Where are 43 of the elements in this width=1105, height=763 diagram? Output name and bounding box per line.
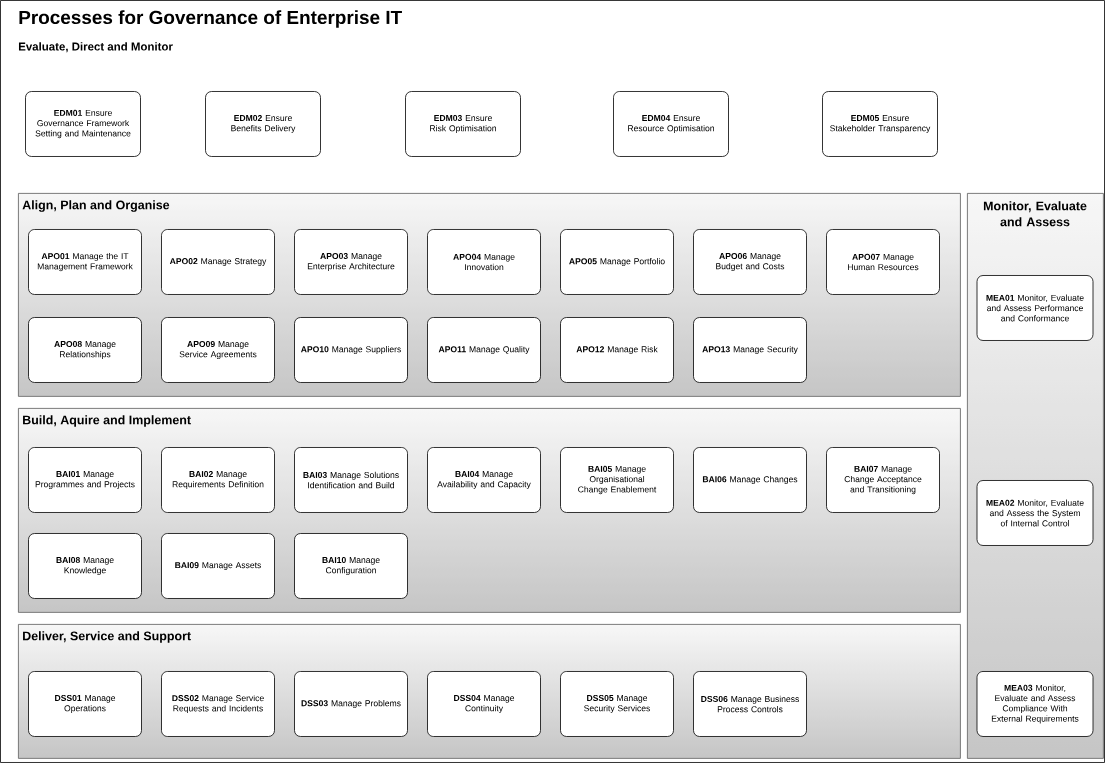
process-box: APO02 Manage Strategy [161, 229, 275, 295]
process-box: BAI03 Manage Solutions Identification and Build [294, 447, 408, 513]
process-box: EDM04 Ensure Resource Optimisation [613, 91, 729, 157]
process-box: DSS02 Manage Service Requests and Incidents [161, 671, 275, 737]
subtitle: Evaluate, Direct and Monitor [18, 42, 173, 53]
process-box: BAI10 Manage Configuration [294, 533, 408, 599]
process-box: APO05 Manage Portfolio [560, 229, 674, 295]
process-box: APO13 Manage Security [693, 317, 807, 383]
process-box: APO03 Manage Enterprise Architecture [294, 229, 408, 295]
process-box: BAI04 Manage Availability and Capacity [427, 447, 541, 513]
process-box: DSS06 Manage Business Process Controls [693, 671, 807, 737]
band-heading: Build, Aquire and Implement [23, 415, 191, 427]
process-box: APO10 Manage Suppliers [294, 317, 408, 383]
process-box: EDM01 Ensure Governance Framework Setting and Maintenance [25, 91, 141, 157]
process-box: DSS05 Manage Security Services [560, 671, 674, 737]
process-box: APO04 Manage Innovation [427, 229, 541, 295]
process-box: EDM02 Ensure Benefits Delivery [205, 91, 321, 157]
process-box: EDM05 Ensure Stakeholder Transparency [822, 91, 938, 157]
process-box: BAI07 Manage Change Acceptance and Transitioning [826, 447, 940, 513]
process-box: APO11 Manage Quality [427, 317, 541, 383]
process-box: BAI01 Manage Programmes and Projects [28, 447, 142, 513]
process-box: APO09 Manage Service Agreements [161, 317, 275, 383]
title: Processes for Governance of Enterprise IT [19, 10, 402, 28]
process-box: EDM03 Ensure Risk Optimisation [405, 91, 521, 157]
band-heading: Monitor, Evaluate and Assess [983, 201, 1087, 227]
process-box: BAI08 Manage Knowledge [28, 533, 142, 599]
process-box: BAI06 Manage Changes [693, 447, 807, 513]
process-box: DSS03 Manage Problems [294, 671, 408, 737]
process-box: APO08 Manage Relationships [28, 317, 142, 383]
process-box: BAI05 Manage Organisational Change Enablement [560, 447, 674, 513]
process-box: BAI09 Manage Assets [161, 533, 275, 599]
process-box: DSS01 Manage Operations [28, 671, 142, 737]
process-box: DSS04 Manage Continuity [427, 671, 541, 737]
process-box: BAI02 Manage Requirements Definition [161, 447, 275, 513]
process-box: MEA03 Monitor, Evaluate and Assess Compliance With External Requirements [976, 671, 1094, 737]
process-box: MEA01 Monitor, Evaluate and Assess Performance and Conformance [976, 275, 1094, 341]
band-heading: Align, Plan and Organise [22, 200, 170, 212]
process-box: APO07 Manage Human Resources [826, 229, 940, 295]
process-box: APO06 Manage Budget and Costs [693, 229, 807, 295]
process-box: APO12 Manage Risk [560, 317, 674, 383]
band-heading: Deliver, Service and Support [23, 631, 191, 643]
process-box: APO01 Manage the IT Management Framework [28, 229, 142, 295]
process-box: MEA02 Monitor, Evaluate and Assess the System of Internal Control [976, 480, 1094, 546]
